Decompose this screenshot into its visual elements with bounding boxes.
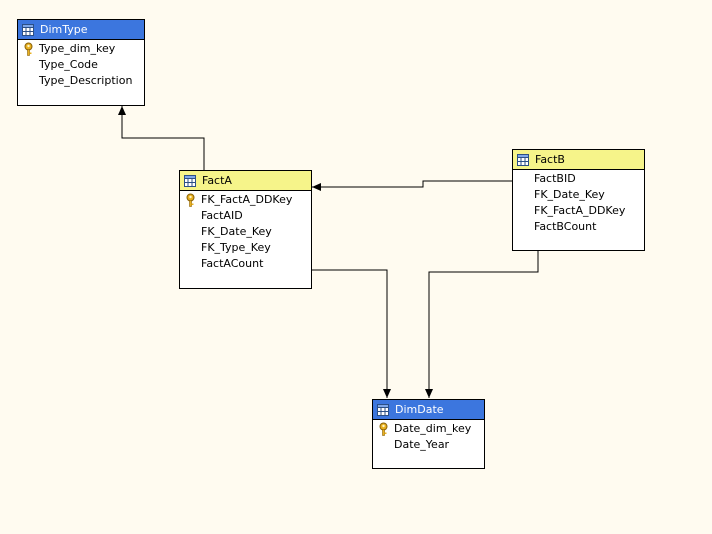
column-list: Date_dim_key Date_Year <box>373 420 484 453</box>
column-name: FK_Type_Key <box>201 241 271 254</box>
column-name: FK_Date_Key <box>201 225 272 238</box>
primary-key-icon <box>24 42 33 56</box>
column-name: Type_Description <box>39 74 133 87</box>
column-row[interactable]: Date_Year <box>373 437 484 453</box>
column-row[interactable]: Type_dim_key <box>18 41 144 57</box>
column-row[interactable]: Date_dim_key <box>373 421 484 437</box>
column-list: FactBID FK_Date_Key FK_FactA_DDKey FactB… <box>513 170 644 235</box>
table-icon <box>517 153 529 166</box>
table-icon <box>22 23 34 36</box>
column-name: Date_dim_key <box>394 422 472 435</box>
table-factb[interactable]: FactB FactBID FK_Date_Key FK_FactA_DDKey… <box>512 149 645 251</box>
column-row[interactable]: FactBCount <box>513 219 644 235</box>
column-name: FactBCount <box>534 220 597 233</box>
table-icon <box>184 174 196 187</box>
column-name: FactACount <box>201 257 264 270</box>
column-row[interactable]: FK_Date_Key <box>513 187 644 203</box>
table-header[interactable]: DimType <box>18 20 144 40</box>
column-name: FK_Date_Key <box>534 188 605 201</box>
column-name: FactBID <box>534 172 576 185</box>
rel-facta-dimdate[interactable] <box>312 269 391 398</box>
rel-facta-dimtype[interactable] <box>118 106 205 170</box>
column-list: Type_dim_key Type_Code Type_Description <box>18 40 144 89</box>
table-header[interactable]: FactA <box>180 171 311 191</box>
column-row[interactable]: FK_FactA_DDKey <box>513 203 644 219</box>
column-row[interactable]: Type_Code <box>18 57 144 73</box>
column-list: FK_FactA_DDKey FactAID FK_Date_Key FK_Ty… <box>180 191 311 272</box>
column-row[interactable]: FK_Type_Key <box>180 240 311 256</box>
column-row[interactable]: FactACount <box>180 256 311 272</box>
table-name: DimType <box>40 23 88 36</box>
table-dimtype[interactable]: DimType Type_dim_key Type_Code Type_Desc… <box>17 19 145 106</box>
table-facta[interactable]: FactA FK_FactA_DDKey FactAID FK_Date_Key… <box>179 170 312 289</box>
table-dimdate[interactable]: DimDate Date_dim_key Date_Year <box>372 399 485 469</box>
table-icon <box>377 403 389 416</box>
table-header[interactable]: FactB <box>513 150 644 170</box>
column-name: FactAID <box>201 209 243 222</box>
column-row[interactable]: FactAID <box>180 208 311 224</box>
table-name: DimDate <box>395 403 444 416</box>
column-name: FK_FactA_DDKey <box>201 193 293 206</box>
table-name: FactB <box>535 153 565 166</box>
column-name: Type_Code <box>39 58 98 71</box>
column-row[interactable]: Type_Description <box>18 73 144 89</box>
table-header[interactable]: DimDate <box>373 400 484 420</box>
column-row[interactable]: FactBID <box>513 171 644 187</box>
rel-factb-dimdate[interactable] <box>425 251 539 398</box>
column-name: Type_dim_key <box>39 42 116 55</box>
table-name: FactA <box>202 174 232 187</box>
primary-key-icon <box>186 193 195 207</box>
column-row[interactable]: FK_FactA_DDKey <box>180 192 311 208</box>
rel-factb-facta[interactable] <box>312 180 512 191</box>
primary-key-icon <box>379 422 388 436</box>
column-name: Date_Year <box>394 438 450 451</box>
column-row[interactable]: FK_Date_Key <box>180 224 311 240</box>
column-name: FK_FactA_DDKey <box>534 204 626 217</box>
